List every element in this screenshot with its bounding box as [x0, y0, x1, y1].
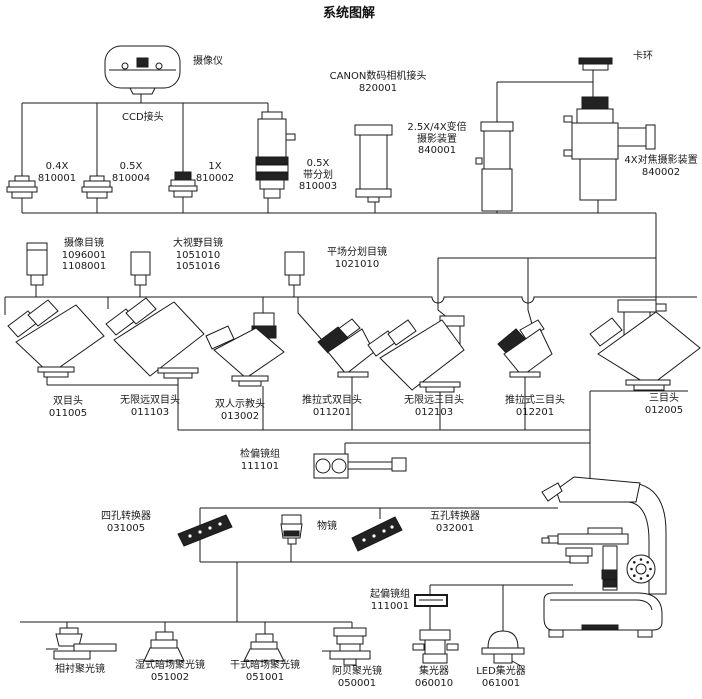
label-objective: 物镜: [317, 521, 337, 532]
label-abbe-condenser: 阿贝聚光镜 050001: [332, 666, 382, 689]
collector-drawing: [412, 629, 459, 664]
label-analyzer: 检偏镜组 111101: [240, 449, 280, 472]
microscope-body-drawing: [541, 476, 667, 638]
canon-bus: [496, 70, 594, 122]
head-inf-binocular-drawing: [105, 297, 205, 379]
adapter-04x-drawing: [6, 175, 38, 199]
label-phase-condenser: 相衬聚光镜: [55, 664, 105, 675]
polarizer-line: [429, 584, 573, 632]
wet-darkfield-drawing: [143, 631, 185, 662]
label-zoom-photo: 2.5X/4X变倍 摄影装置 840001: [407, 122, 467, 156]
label-collector: 集光器 060010: [414, 666, 454, 689]
head-inf-trino-drawing: [367, 315, 465, 393]
label-camera-eyepiece: 摄像目镜 1096001 1108001: [61, 238, 107, 272]
label-head-inf-binocular: 无限远双目头 011103: [120, 395, 180, 418]
polarizer-drawing: [414, 594, 448, 607]
analyzer-drawing: [313, 453, 407, 479]
label-adapter-05x-reticle: 0.5X 带分划 810003: [298, 158, 338, 192]
focus-photo-drawing: [563, 96, 656, 201]
adapter-05x-drawing: [81, 175, 113, 199]
bus-adapters: [22, 212, 657, 258]
label-head-trinocular: 三目头 012005: [644, 393, 684, 416]
label-polarizer: 起偏镜组 111001: [370, 589, 410, 612]
heads-collector: [46, 376, 179, 430]
abbe-condenser-drawing: [322, 627, 371, 666]
label-head-sliding-trino: 推拉式三目头 012201: [505, 395, 565, 418]
label-ccd-adapter: CCD接头: [122, 112, 164, 123]
head-sliding-trino-drawing: [497, 319, 553, 378]
bus-heads: [5, 296, 697, 304]
page-title: 系统图解: [322, 6, 376, 21]
widefield-eyepiece-drawing: [130, 251, 151, 286]
label-head-binocular: 双目头 011005: [48, 396, 88, 419]
label-adapter-04x: 0.4X 810001: [37, 161, 77, 184]
label-focus-photo: 4X对焦摄影装置 840002: [624, 155, 698, 178]
head-teaching-drawing: [205, 312, 285, 387]
adapter-05x-reticle-drawing: [255, 111, 296, 199]
head-trinocular-drawing: [589, 299, 701, 391]
label-head-sliding-bino: 推拉式双目头 011201: [302, 395, 362, 418]
adapter-1x-drawing: [168, 171, 198, 198]
nosepiece4-drawing: [177, 514, 233, 547]
label-snap-ring: 卡环: [633, 51, 653, 62]
label-nosepiece4: 四孔转换器 031005: [101, 511, 151, 534]
analyzer-line: [344, 442, 590, 455]
nosepiece5-drawing: [351, 516, 403, 552]
canon-adapter-drawing: [354, 124, 393, 203]
label-head-teaching: 双人示教头 013002: [215, 399, 265, 422]
label-adapter-05x: 0.5X 810004: [111, 161, 151, 184]
phase-condenser-drawing: [46, 627, 117, 660]
zoom-photo-drawing: [475, 121, 514, 212]
label-camera-unit: 摄像仪: [193, 56, 223, 67]
led-collector-drawing: [481, 630, 525, 667]
plan-reticle-eyepiece-drawing: [284, 251, 305, 286]
connector-lines: [4, 70, 697, 634]
label-adapter-1x: 1X 810002: [195, 161, 235, 184]
head-sliding-bino-drawing: [317, 318, 375, 378]
dry-darkfield-drawing: [243, 633, 285, 662]
label-dry-darkfield: 干式暗场聚光镜 051001: [230, 660, 300, 683]
camera-eyepiece-drawing: [26, 242, 48, 286]
camera-unit-drawing: [104, 45, 181, 95]
label-head-inf-trino: 无限远三目头 012103: [404, 395, 464, 418]
label-wet-darkfield: 湿式暗场聚光镜 051002: [135, 660, 205, 683]
label-plan-reticle-eyepiece: 平场分划目镜 1021010: [327, 247, 387, 270]
label-canon-adapter: CANON数码相机接头 820001: [329, 71, 427, 94]
label-nosepiece5: 五孔转换器 032001: [430, 511, 480, 534]
objective-drawing: [280, 514, 303, 545]
label-led-collector: LED集光器 061001: [476, 666, 526, 689]
snap-ring-drawing: [578, 57, 613, 71]
head-binocular-drawing: [7, 299, 105, 378]
label-widefield-eyepiece: 大视野目镜 1051010 1051016: [173, 238, 223, 272]
